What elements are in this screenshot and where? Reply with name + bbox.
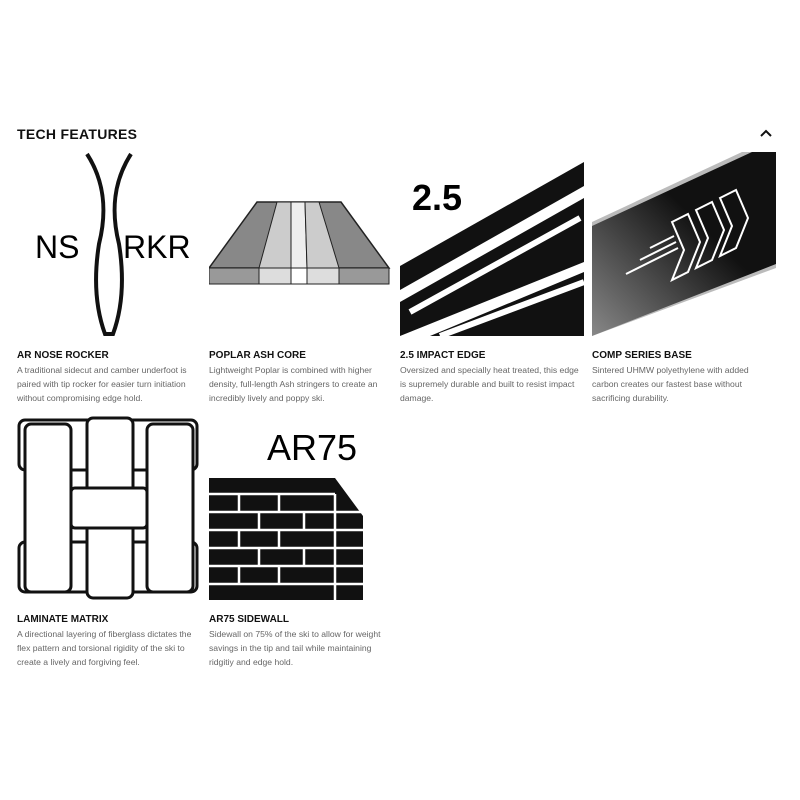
feature-card: AR75 AR75 SIDEWALL Sidewall on 75% of th… [209, 416, 393, 669]
ski-profile-icon: NS RKR [35, 152, 191, 336]
ns-label: NS [35, 229, 79, 265]
feature-description: Lightweight Poplar is combined with high… [209, 365, 378, 403]
weave-icon [17, 416, 199, 600]
feature-description: A directional layering of fiberglass dic… [17, 629, 192, 667]
feature-title: AR NOSE ROCKER [17, 350, 109, 361]
ar75-label: AR75 [267, 427, 357, 468]
brick-wall-icon: AR75 [209, 427, 363, 600]
wood-core-icon [209, 201, 391, 285]
edge-icon: 2.5 [400, 162, 584, 336]
feature-description: A traditional sidecut and camber underfo… [17, 365, 187, 403]
base-icon [592, 152, 776, 336]
edge-label: 2.5 [412, 177, 462, 218]
feature-card: LAMINATE MATRIX A directional layering o… [17, 416, 201, 669]
feature-title: LAMINATE MATRIX [17, 614, 109, 625]
feature-card: NS RKR AR NOSE ROCKER A traditional side… [17, 152, 201, 405]
feature-title: AR75 SIDEWALL [209, 614, 290, 625]
feature-description: Oversized and specially heat treated, th… [400, 365, 579, 403]
feature-card: 2.5 2.5 IMPACT EDGE Oversized and specia… [400, 152, 584, 405]
rkr-label: RKR [123, 229, 191, 265]
chevron-up-icon[interactable] [758, 126, 774, 140]
feature-card: COMP SERIES BASE Sintered UHMW polyethyl… [592, 152, 776, 405]
feature-description: Sidewall on 75% of the ski to allow for … [209, 629, 381, 667]
feature-title: 2.5 IMPACT EDGE [400, 350, 486, 361]
feature-description: Sintered UHMW polyethylene with added ca… [592, 365, 749, 403]
feature-title: POPLAR ASH CORE [209, 350, 306, 361]
section-title: TECH FEATURES [17, 126, 138, 142]
feature-title: COMP SERIES BASE [592, 350, 692, 361]
feature-card: POPLAR ASH CORE Lightweight Poplar is co… [209, 152, 393, 405]
